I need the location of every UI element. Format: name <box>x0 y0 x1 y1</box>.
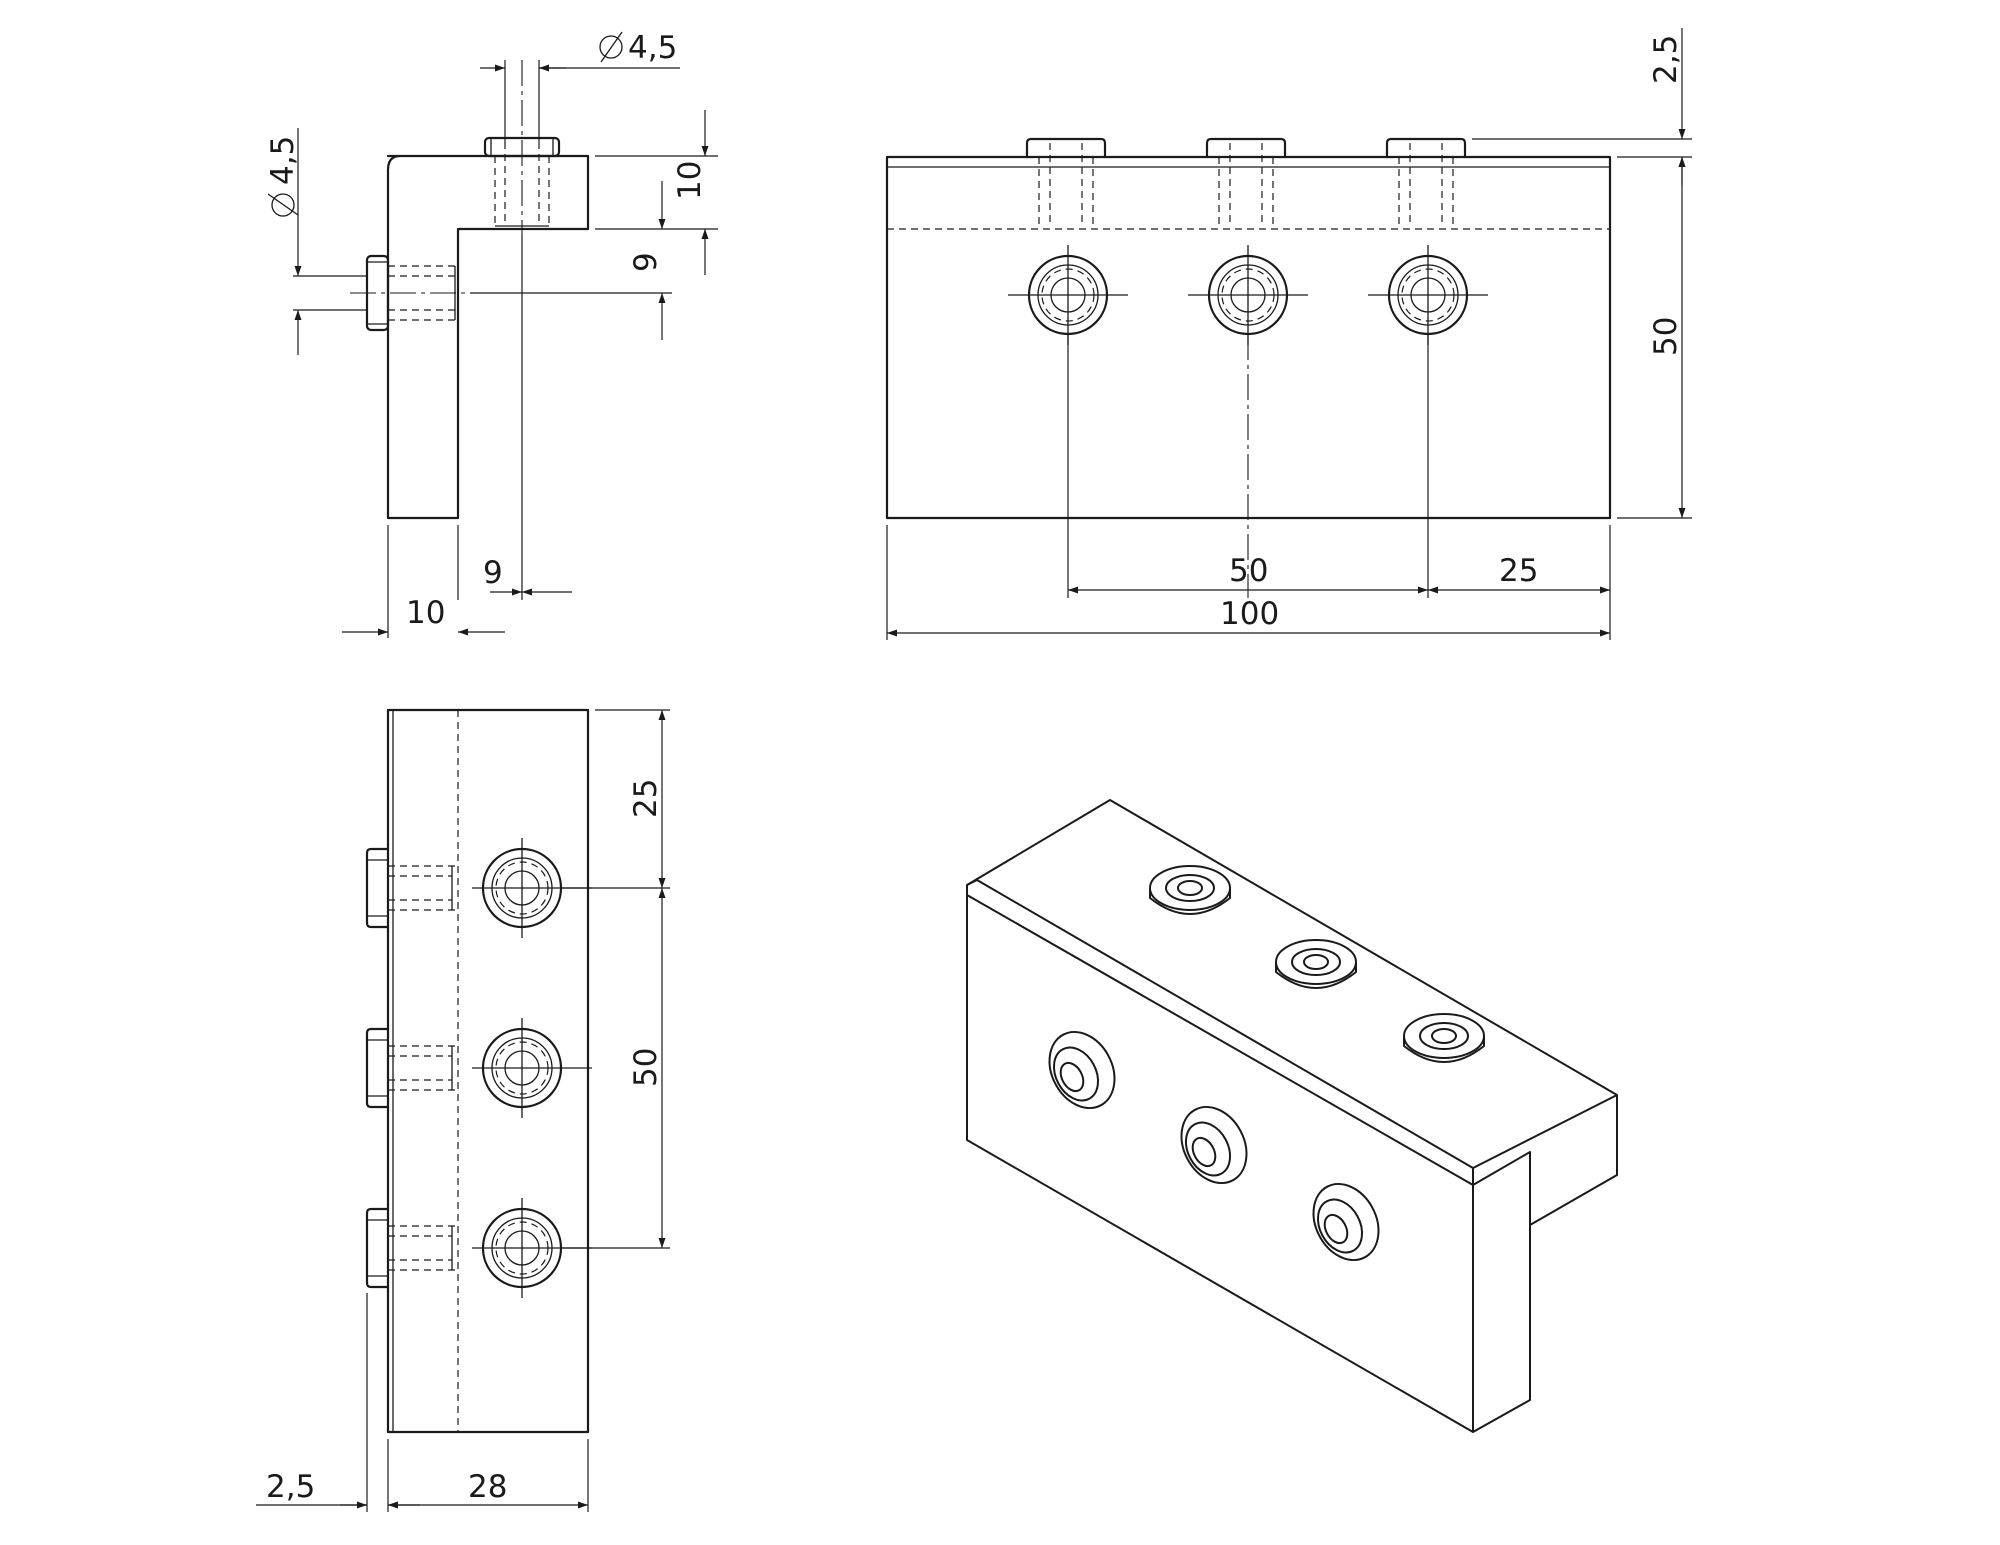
front-view: 50 25 100 50 2,5 <box>885 28 1692 640</box>
dim-bottom-edge: 25 <box>628 779 664 818</box>
side-screws <box>365 847 458 1289</box>
top-screws <box>1025 137 1467 229</box>
top-holes <box>472 838 592 1298</box>
side-view: 4,5 4,5 10 9 9 <box>265 30 718 638</box>
front-holes <box>1008 245 1488 345</box>
dim-side-bottom-10: 10 <box>406 595 445 631</box>
isometric-view <box>966 799 1618 1433</box>
dim-front-head: 2,5 <box>1648 35 1684 84</box>
diameter-symbol-left <box>267 193 299 217</box>
dim-side-bottom-9: 9 <box>483 555 503 591</box>
dim-front-edge: 25 <box>1499 553 1538 589</box>
dim-bottom-pitch: 50 <box>628 1048 664 1087</box>
bottom-view: 25 50 2,5 28 <box>256 708 670 1512</box>
iso-top-holes <box>1149 865 1485 1063</box>
dim-front-height: 50 <box>1648 317 1684 356</box>
dim-side-top-height: 10 <box>672 161 708 200</box>
dim-top-hole-dia: 4,5 <box>628 30 677 66</box>
dim-front-pitch: 50 <box>1229 553 1268 589</box>
diameter-symbol <box>599 31 623 63</box>
dim-bottom-width: 28 <box>468 1469 507 1505</box>
dim-bottom-head: 2,5 <box>266 1469 315 1505</box>
dim-left-hole-dia: 4,5 <box>265 136 301 185</box>
iso-front-holes <box>1048 1030 1380 1262</box>
dim-side-hole-offset: 9 <box>628 252 664 272</box>
dim-front-length: 100 <box>1220 596 1279 632</box>
